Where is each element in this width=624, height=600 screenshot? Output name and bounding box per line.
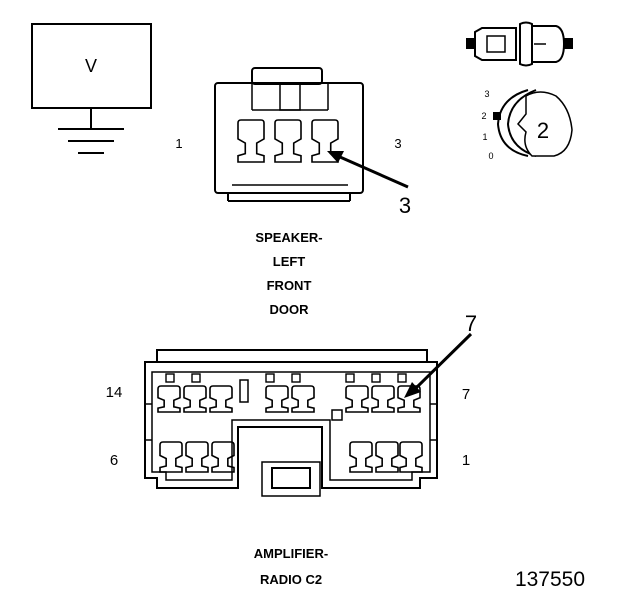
position-0-label: 0 [488, 151, 493, 161]
position-3-label: 3 [484, 89, 489, 99]
amp-cavity [399, 441, 423, 473]
ground-icon [58, 128, 124, 154]
amp-cavity [291, 385, 315, 413]
probe-inset: 2 3 2 1 0 [466, 21, 573, 161]
amp-latch-window [291, 373, 301, 383]
arrowhead-icon [327, 151, 344, 163]
speaker-name-line-2: LEFT [273, 254, 306, 269]
probe-icon [466, 21, 573, 67]
amp-cavity [371, 385, 395, 413]
position-1-label: 1 [482, 132, 487, 142]
inset-callout-label: 2 [537, 118, 549, 143]
amp-cavity [211, 441, 235, 473]
amp-cavity [349, 441, 373, 473]
speaker-cavity [274, 119, 302, 163]
amp-cavity [185, 441, 209, 473]
amp-cavity [209, 385, 233, 413]
speaker-connector: 1 3 3 [175, 67, 411, 218]
voltmeter-label: V [85, 56, 97, 76]
amp-latch-window [265, 373, 275, 383]
speaker-connector-name: SPEAKER- LEFT FRONT DOOR [255, 230, 322, 317]
amp-cavity [159, 441, 183, 473]
amp-cavity [183, 385, 207, 413]
amp-pin-1-label: 1 [462, 452, 470, 469]
speaker-name-line-3: FRONT [267, 278, 312, 293]
figure-number: 137550 [515, 568, 585, 591]
amp-pin-7-label: 7 [462, 386, 470, 403]
speaker-pin-1-label: 1 [175, 136, 182, 151]
amplifier-connector: 14 7 6 1 7 [106, 311, 477, 497]
speaker-name-line-1: SPEAKER- [255, 230, 322, 245]
amp-cavity [265, 385, 289, 413]
amp-callout-label: 7 [465, 311, 477, 336]
amp-pin-6-label: 6 [110, 452, 118, 469]
amp-latch-window [345, 373, 355, 383]
terminal-view-icon: 2 3 2 1 0 [481, 89, 573, 161]
amp-latch-window [371, 373, 381, 383]
position-2-label: 2 [481, 111, 486, 121]
amp-latch-window [165, 373, 175, 383]
speaker-callout-arrow [339, 155, 409, 189]
amp-name-line-2: RADIO C2 [260, 572, 322, 587]
speaker-cavity [311, 119, 339, 163]
amp-latch-window [191, 373, 201, 383]
amp-callout-arrow [414, 332, 473, 390]
amp-pin-14-label: 14 [106, 384, 123, 401]
amp-latch-window [397, 373, 407, 383]
amp-cavity [157, 385, 181, 413]
amp-cavity [345, 385, 369, 413]
speaker-callout-label: 3 [399, 193, 411, 218]
voltmeter-symbol: V [31, 23, 152, 154]
arrowhead-icon [404, 382, 421, 398]
amp-name-line-1: AMPLIFIER- [254, 546, 328, 561]
speaker-cavity [237, 119, 265, 163]
amplifier-connector-name: AMPLIFIER- RADIO C2 [254, 546, 328, 587]
amp-cavity [375, 441, 399, 473]
speaker-name-line-4: DOOR [270, 302, 310, 317]
speaker-pin-3-label: 3 [394, 136, 401, 151]
